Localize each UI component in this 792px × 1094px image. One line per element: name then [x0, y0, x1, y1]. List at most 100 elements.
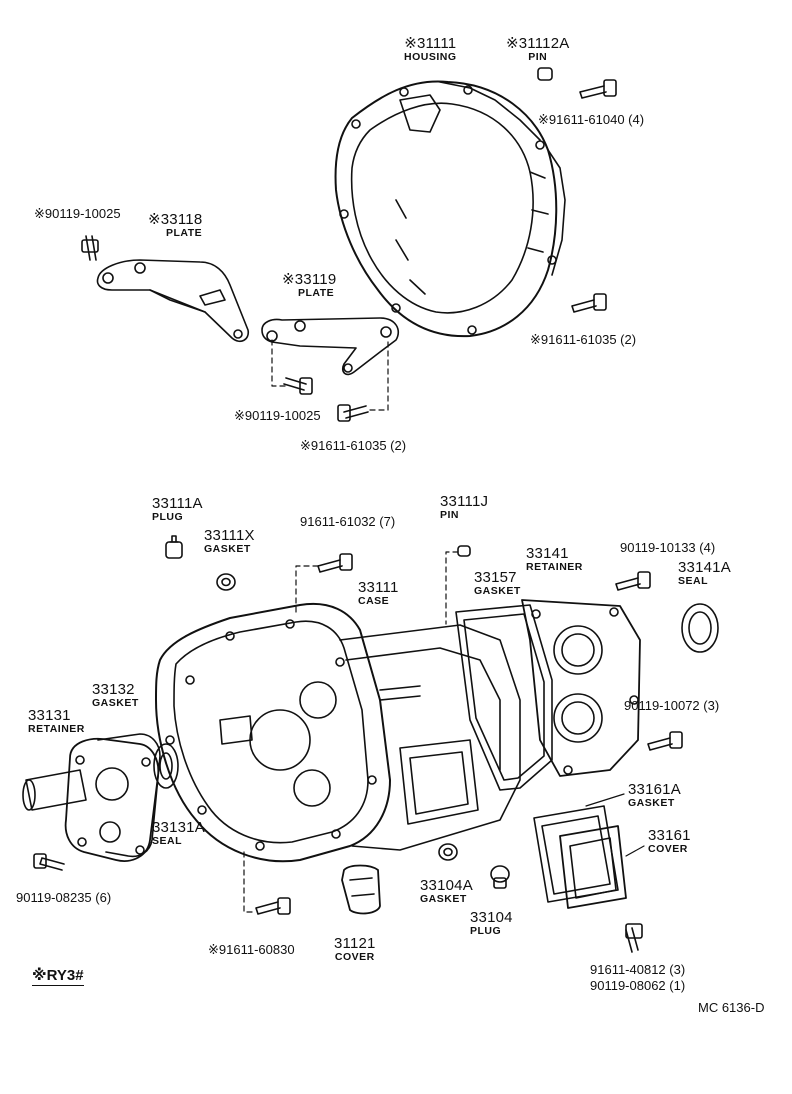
part-number: 33132 — [92, 681, 135, 698]
part-number: 31121 — [334, 935, 376, 952]
plug-33104-drawing — [490, 865, 510, 889]
pin-33111j-drawing — [457, 545, 471, 557]
label-plate-33118: ※33118 PLATE — [148, 212, 202, 239]
gasket-33161a-drawing — [533, 805, 619, 903]
label-gasket-33157: 33157 GASKET — [474, 570, 521, 597]
part-name: GASKET — [92, 697, 139, 709]
part-name: PLATE — [298, 287, 335, 299]
part-number: ※31111 — [404, 35, 457, 52]
part-name: RETAINER — [28, 723, 85, 735]
label-bolt-10072: 90119-10072 (3) — [624, 698, 720, 713]
part-number: 33111J — [440, 493, 489, 510]
part-number: 33111A — [152, 495, 203, 512]
part-number: 33111 — [358, 579, 399, 596]
label-plug-33111a: 33111A PLUG — [152, 496, 203, 523]
part-number: 33161A — [628, 781, 681, 798]
transmission-case-drawing — [155, 602, 521, 863]
label-gasket-33132: 33132 GASKET — [92, 682, 139, 709]
label-housing: ※31111 HOUSING — [404, 36, 457, 63]
part-number: 33104A — [420, 877, 473, 894]
leader-lines-bottom — [243, 551, 459, 913]
cover-31121-drawing — [341, 864, 381, 915]
label-bolt-hs2: ※91611-61035 (2) — [530, 332, 637, 347]
part-number: 33131A — [152, 819, 205, 836]
label-gasket-33161a: 33161A GASKET — [628, 782, 681, 809]
part-name: CASE — [358, 595, 390, 607]
label-gasket-33104a: 33104A GASKET — [420, 878, 473, 905]
label-bolt-40812: 91611-40812 (3) — [590, 962, 686, 977]
part-number: 33157 — [474, 569, 517, 586]
leader-line-cover — [585, 793, 645, 857]
part-number: ※33119 — [282, 271, 337, 288]
part-name: GASKET — [420, 893, 467, 905]
part-name: PLUG — [470, 925, 502, 937]
diagram-code: MC 6136-D — [698, 1000, 765, 1015]
label-retainer-33131: 33131 RETAINER — [28, 708, 85, 735]
part-name: PLUG — [152, 511, 184, 523]
label-bolt-10133: 90119-10133 (4) — [620, 540, 716, 555]
part-name: COVER — [334, 951, 375, 963]
label-gasket-33111x: 33111X GASKET — [204, 528, 255, 555]
bolt-10072-drawing — [647, 731, 683, 751]
part-number: ※33118 — [148, 211, 203, 228]
part-number: 33141A — [678, 559, 731, 576]
bolt-housing-side-drawing — [571, 293, 607, 313]
label-bolt-08235: 90119-08235 (6) — [16, 890, 112, 905]
label-bolt-60830: ※91611-60830 — [208, 942, 295, 957]
part-number: 33161 — [648, 827, 691, 844]
part-name: COVER — [648, 843, 688, 855]
clutch-housing-drawing — [334, 80, 566, 338]
retainer-33131-drawing — [22, 737, 160, 862]
label-plate-33119: ※33119 PLATE — [282, 272, 336, 299]
label-pin-33111j: 33111J PIN — [440, 494, 488, 521]
bolt-60830-drawing — [255, 897, 291, 915]
bolt-plate-mid-drawing — [283, 377, 369, 422]
plate-33118-drawing — [96, 259, 250, 342]
part-name: PIN — [528, 51, 548, 63]
part-number: 33104 — [470, 909, 513, 926]
part-name: GASKET — [474, 585, 521, 597]
part-name: GASKET — [628, 797, 675, 809]
part-number: 33141 — [526, 545, 569, 562]
part-name: SEAL — [152, 835, 183, 847]
part-name: PLATE — [166, 227, 203, 239]
bolt-40812-drawing — [625, 923, 643, 953]
label-cover-31121: 31121 COVER — [334, 936, 376, 963]
cover-33161-drawing — [559, 825, 627, 909]
pin-top-drawing — [537, 67, 553, 81]
label-case: 33111 CASE — [358, 580, 399, 607]
part-name: GASKET — [204, 543, 251, 555]
label-seal-33141a: 33141A SEAL — [678, 560, 731, 587]
plug-33111a-drawing — [165, 535, 183, 559]
bolt-08235-drawing — [33, 853, 65, 871]
plate-33119-drawing — [261, 317, 400, 376]
label-bolt-top4: ※91611-61040 (4) — [538, 112, 645, 127]
bolt-top-drawing — [579, 79, 617, 99]
part-name: HOUSING — [404, 51, 457, 63]
model-legend: ※RY3# — [32, 967, 84, 986]
seal-33141a-drawing — [681, 603, 719, 653]
gasket-33104a-drawing — [438, 843, 458, 861]
retainer-33141-drawing — [521, 599, 641, 777]
label-cover-33161: 33161 COVER — [648, 828, 691, 855]
part-number: ※31112A — [506, 35, 570, 52]
label-seal-33131a: 33131A SEAL — [152, 820, 205, 847]
bolt-retainer-drawing — [615, 571, 651, 591]
part-name: RETAINER — [526, 561, 583, 573]
bolt-61032-drawing — [317, 553, 353, 573]
label-plug-33104: 33104 PLUG — [470, 910, 513, 937]
label-bolt-08062: 90119-08062 (1) — [590, 978, 686, 993]
part-number: 33111X — [204, 527, 255, 544]
gasket-33157-drawing — [455, 604, 553, 791]
part-name: SEAL — [678, 575, 709, 587]
label-retainer-33141: 33141 RETAINER — [526, 546, 583, 573]
label-bolt-top-left: ※90119-10025 — [34, 206, 121, 221]
part-name: PIN — [440, 509, 460, 521]
gasket-33132-drawing — [97, 733, 161, 858]
seal-33131a-drawing — [153, 743, 179, 789]
label-bolt-61032: 91611-61032 (7) — [300, 514, 396, 529]
label-bolt-mid1: ※90119-10025 — [234, 408, 321, 423]
leader-lines-top — [271, 339, 389, 411]
part-number: 33131 — [28, 707, 71, 724]
